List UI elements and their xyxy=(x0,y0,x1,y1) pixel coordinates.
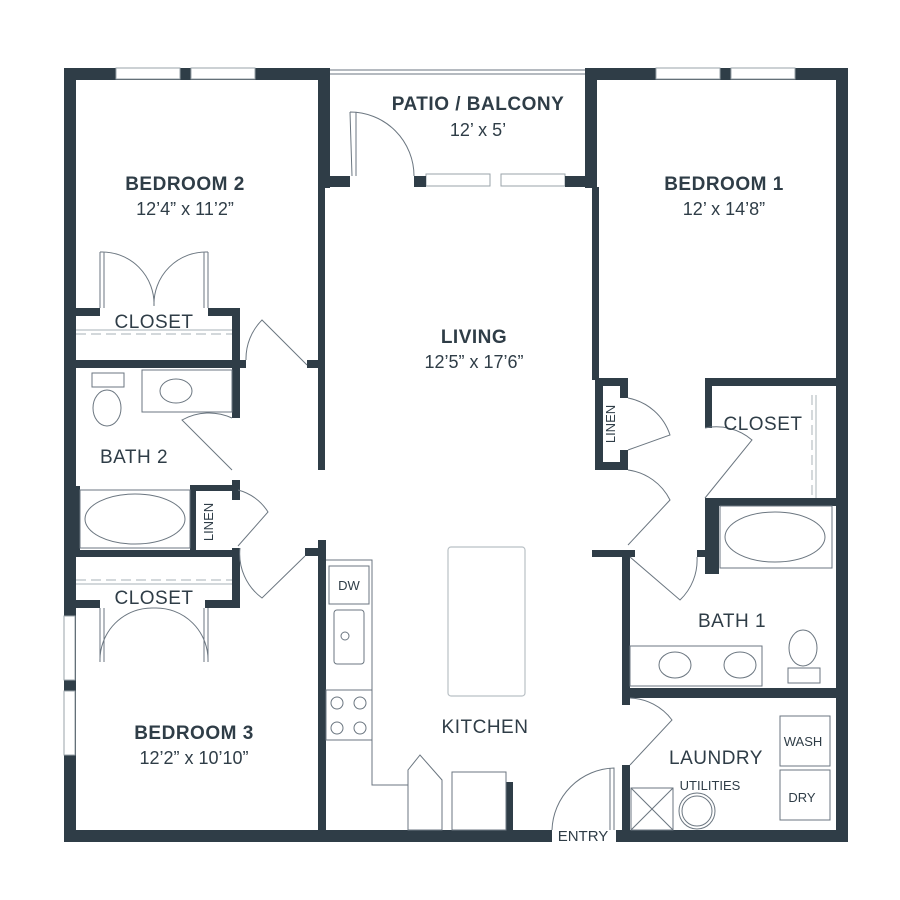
entry-label: ENTRY xyxy=(558,828,609,845)
utilities-label: UTILITIES xyxy=(680,778,741,793)
interior-walls xyxy=(76,68,836,830)
dishwasher-label: DW xyxy=(338,578,360,593)
bedroom3-closet-label: CLOSET xyxy=(114,588,193,609)
double-vanity-icon xyxy=(629,645,763,687)
kitchen-island xyxy=(447,546,526,697)
bedroom1-closet-label: CLOSET xyxy=(723,414,802,435)
kitchen-label: KITCHEN xyxy=(442,717,529,738)
living-label: LIVING xyxy=(441,327,507,348)
bedroom2-dimensions: 12’4” x 11’2” xyxy=(136,199,234,219)
sink-icon xyxy=(658,651,692,679)
bedroom2-label: BEDROOM 2 xyxy=(125,174,245,195)
toilet-icon xyxy=(788,629,818,667)
bedroom3-label: BEDROOM 3 xyxy=(134,723,254,744)
sink-icon xyxy=(723,651,757,679)
left-linen-label: LINEN xyxy=(201,503,216,541)
toilet-icon xyxy=(92,389,122,427)
living-dimensions: 12’5” x 17’6” xyxy=(424,352,523,372)
bedroom3-dimensions: 12’2” x 10’10” xyxy=(139,748,248,768)
water-heater-icon xyxy=(678,792,716,830)
laundry-label: LAUNDRY xyxy=(669,748,763,769)
dryer-label: DRY xyxy=(788,790,816,805)
washer-icon xyxy=(779,715,831,767)
bath2-label: BATH 2 xyxy=(100,447,168,468)
bathtub-icon xyxy=(719,505,833,569)
kitchen-sink-icon xyxy=(333,609,365,665)
patio-label: PATIO / BALCONY xyxy=(392,94,565,115)
bath1-fixtures xyxy=(629,505,833,687)
windows xyxy=(63,67,796,756)
dryer-icon xyxy=(779,769,831,821)
bedroom1-dimensions: 12’ x 14’8” xyxy=(683,199,765,219)
washer-label: WASH xyxy=(784,734,823,749)
toilet-tank-icon xyxy=(91,372,125,388)
toilet-tank-icon xyxy=(787,667,821,684)
bath1-label: BATH 1 xyxy=(698,611,766,632)
doors xyxy=(99,111,753,831)
vanity-icon xyxy=(141,369,233,413)
right-linen-label: LINEN xyxy=(603,405,618,443)
refrigerator-icon xyxy=(451,771,507,831)
closet-rods xyxy=(76,329,817,585)
bedroom2-closet-label: CLOSET xyxy=(114,312,193,333)
stove-icon xyxy=(325,689,373,741)
bath2-fixtures xyxy=(79,369,233,549)
kitchen-fixtures xyxy=(325,546,526,831)
utility-box-icon xyxy=(630,787,674,831)
laundry-fixtures xyxy=(630,715,831,831)
patio-dimensions: 12’ x 5’ xyxy=(450,120,506,140)
dishwasher-icon xyxy=(328,565,370,605)
bathtub-icon xyxy=(79,489,191,549)
bedroom1-label: BEDROOM 1 xyxy=(664,174,784,195)
sink-icon xyxy=(159,378,193,404)
